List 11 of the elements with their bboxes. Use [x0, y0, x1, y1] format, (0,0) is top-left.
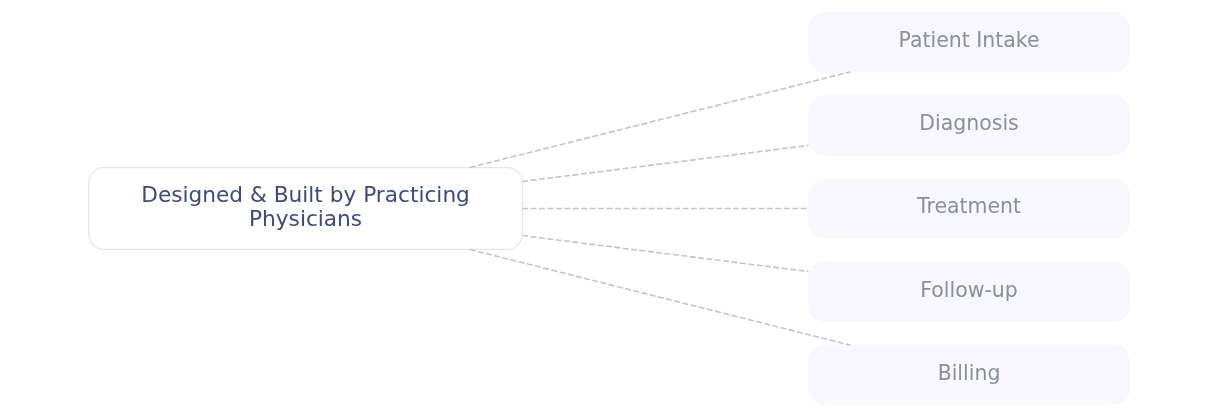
connector	[468, 71, 851, 169]
connector	[468, 248, 851, 346]
connector	[521, 207, 809, 210]
node-box: Follow-up	[807, 261, 1130, 322]
connector	[521, 234, 809, 273]
node-box: Patient Intake	[807, 12, 1130, 73]
node-box: Designed & Built by Practicing Physicians	[87, 166, 523, 251]
connector	[521, 144, 809, 183]
node-box: Diagnosis	[807, 95, 1130, 156]
node-box: Billing	[807, 344, 1130, 405]
node-box: Treatment	[807, 178, 1130, 239]
